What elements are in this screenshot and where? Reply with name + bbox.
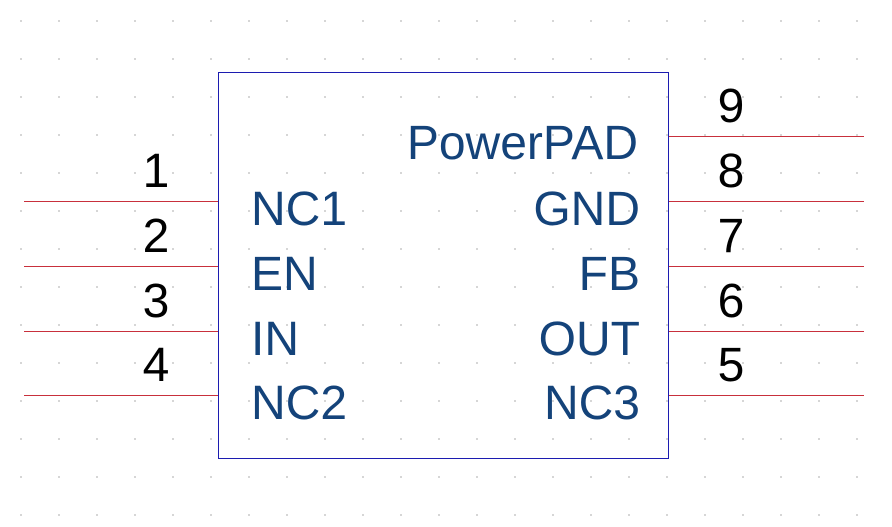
pin-6-label: OUT xyxy=(538,313,640,366)
pin-2-label: EN xyxy=(251,248,318,301)
pin-5-number: 5 xyxy=(717,339,745,392)
pin-1-number: 1 xyxy=(142,145,170,198)
pin-1-line[interactable] xyxy=(24,201,218,202)
pin-5-line[interactable] xyxy=(669,395,864,396)
pin-7-line[interactable] xyxy=(669,266,864,267)
pin-6-line[interactable] xyxy=(669,331,864,332)
pin-3-line[interactable] xyxy=(24,331,218,332)
pin-2-number: 2 xyxy=(142,210,170,263)
pin-4-label: NC2 xyxy=(251,377,348,430)
pin-9-line[interactable] xyxy=(669,136,864,137)
pin-3-label: IN xyxy=(251,313,299,366)
pin-1-label: NC1 xyxy=(251,183,348,236)
pin-9-number: 9 xyxy=(717,80,745,133)
pin-7-label: FB xyxy=(578,248,640,301)
pin-6-number: 6 xyxy=(717,275,745,328)
pin-8-label: GND xyxy=(533,183,640,236)
pin-4-number: 4 xyxy=(142,339,170,392)
pin-3-number: 3 xyxy=(142,275,170,328)
pin-8-line[interactable] xyxy=(669,201,864,202)
powerpad-label: PowerPAD xyxy=(406,117,638,170)
pin-7-number: 7 xyxy=(717,210,745,263)
pin-5-label: NC3 xyxy=(543,377,640,430)
pin-8-number: 8 xyxy=(717,145,745,198)
pin-2-line[interactable] xyxy=(24,266,218,267)
component-body[interactable] xyxy=(218,72,669,459)
pin-4-line[interactable] xyxy=(24,395,218,396)
